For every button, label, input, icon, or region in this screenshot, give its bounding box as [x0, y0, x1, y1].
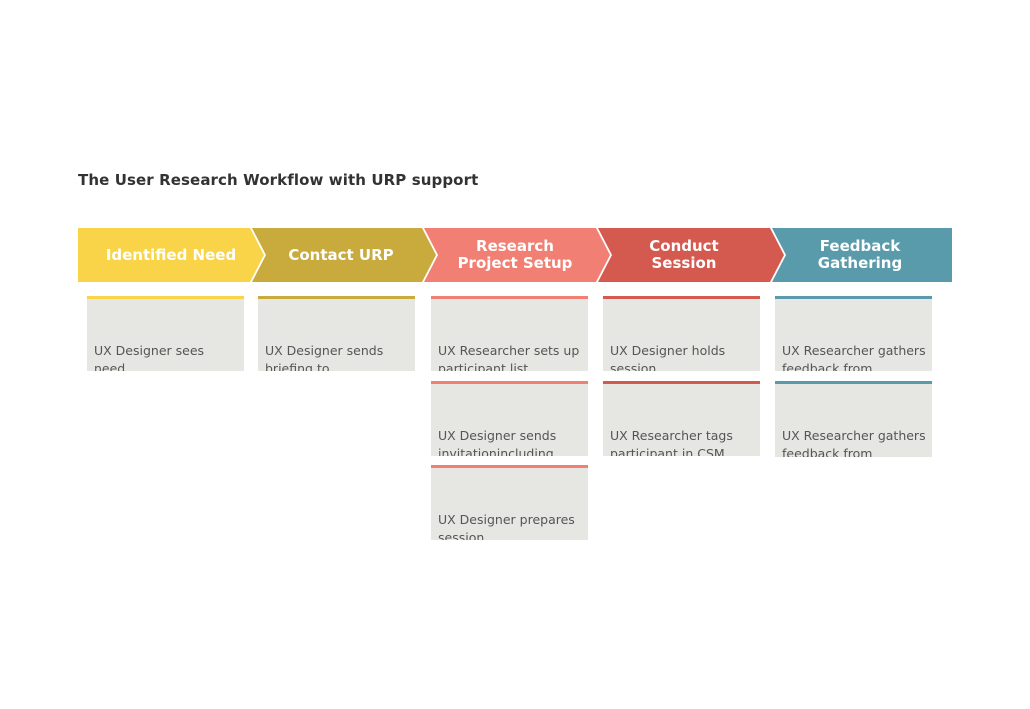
card-accent-bar [775, 381, 932, 384]
card-accent-bar [603, 296, 760, 299]
step-card-text: UX Researcher gathers feedback from part… [782, 343, 926, 371]
stage-label-contact-urp: Contact URP [288, 245, 394, 264]
step-card-text: UX Researcher gathers feedback from UX D… [782, 428, 926, 457]
step-card: UX Researcher tags participant in CSM [603, 381, 760, 456]
card-accent-bar [775, 296, 932, 299]
step-card: UX Designer sees need for research & set… [87, 296, 244, 371]
step-card: UX Designer sends briefing to UX Researc… [258, 296, 415, 371]
stage-label-feedback-gathering: Feedback Gathering [817, 237, 903, 272]
step-card-text: UX Researcher sets up participant list [438, 343, 580, 371]
card-accent-bar [431, 296, 588, 299]
card-accent-bar [87, 296, 244, 299]
step-card: UX Researcher gathers feedback from part… [775, 296, 932, 371]
step-card: UX Researcher gathers feedback from UX D… [775, 381, 932, 457]
step-card-text: UX Designer prepares session [438, 512, 575, 540]
card-accent-bar [431, 465, 588, 468]
card-accent-bar [431, 381, 588, 384]
step-card-text: UX Designer sends invitationincluding sc… [438, 428, 557, 456]
step-card: UX Designer prepares session [431, 465, 588, 540]
stage-label-conduct-session: Conduct Session [649, 237, 719, 272]
step-card-text: UX Designer sees need for research & set… [94, 343, 205, 371]
card-accent-bar [258, 296, 415, 299]
diagram-title: The User Research Workflow with URP supp… [78, 171, 479, 189]
step-card-text: UX Designer holds session [610, 343, 726, 371]
arrow-contact-urp [252, 228, 436, 282]
step-card: UX Designer holds session [603, 296, 760, 371]
arrow-conduct-session [598, 228, 784, 282]
stage-label-research-project-setup: Research Project Setup [457, 237, 573, 272]
arrow-identified-need [78, 228, 264, 282]
step-card: UX Designer sends invitationincluding sc… [431, 381, 588, 456]
step-card-text: UX Designer sends briefing to UX Researc… [265, 343, 384, 371]
step-card-text: UX Researcher tags participant in CSM [610, 428, 733, 456]
arrow-research-project-setup [424, 228, 610, 282]
arrow-feedback-gathering [772, 228, 952, 282]
step-card: UX Researcher sets up participant list [431, 296, 588, 371]
stage-label-identified-need: Identified Need [105, 245, 237, 264]
card-accent-bar [603, 381, 760, 384]
